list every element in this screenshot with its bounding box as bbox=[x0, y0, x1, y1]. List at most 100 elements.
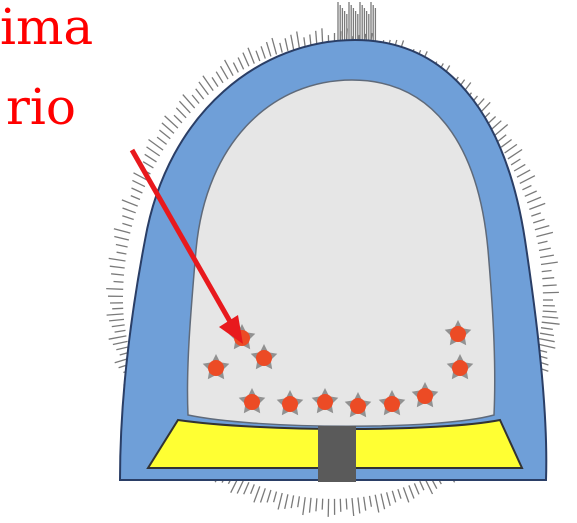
cilium bbox=[131, 196, 140, 200]
cilium bbox=[541, 328, 553, 330]
cilium bbox=[112, 308, 123, 309]
cilium bbox=[233, 63, 238, 73]
cilium bbox=[251, 484, 255, 493]
cilium bbox=[122, 200, 138, 206]
cilium bbox=[122, 223, 132, 226]
cilium bbox=[535, 226, 549, 230]
cilium bbox=[109, 258, 126, 261]
cilium bbox=[261, 488, 266, 502]
cilium bbox=[159, 130, 170, 139]
cilium bbox=[162, 123, 174, 133]
cilium bbox=[398, 489, 401, 499]
cilium bbox=[143, 162, 153, 168]
cilium bbox=[543, 285, 557, 286]
cilium bbox=[106, 289, 123, 290]
cilium bbox=[267, 42, 271, 56]
cilium bbox=[112, 325, 125, 327]
cilium bbox=[414, 483, 419, 494]
cilium bbox=[542, 317, 558, 318]
cilium bbox=[285, 494, 288, 509]
cilium bbox=[298, 496, 300, 507]
cilium bbox=[280, 43, 282, 53]
cilium bbox=[370, 496, 372, 507]
cilium bbox=[511, 159, 520, 165]
cilium bbox=[267, 490, 271, 502]
cilium bbox=[199, 82, 209, 95]
label-line-1: ima bbox=[0, 0, 93, 56]
cilium bbox=[409, 485, 414, 498]
cilium bbox=[243, 53, 249, 67]
cilium bbox=[109, 336, 127, 339]
cilium bbox=[303, 497, 305, 515]
cilium bbox=[542, 278, 554, 279]
cilium bbox=[536, 232, 553, 236]
cilium bbox=[132, 180, 145, 186]
cilium bbox=[505, 144, 517, 153]
cilium bbox=[522, 186, 531, 190]
cilium bbox=[304, 37, 305, 47]
cilium bbox=[540, 333, 554, 335]
cilium bbox=[285, 38, 288, 51]
cilium bbox=[540, 255, 554, 257]
cilium bbox=[297, 32, 300, 49]
cilium bbox=[110, 266, 125, 268]
cilium bbox=[340, 499, 341, 512]
cilium bbox=[531, 213, 541, 216]
cilium bbox=[403, 487, 408, 502]
cilium bbox=[123, 208, 136, 213]
cilium bbox=[392, 491, 395, 503]
cilium bbox=[364, 497, 366, 511]
cilium bbox=[109, 319, 124, 321]
cilium bbox=[514, 164, 525, 171]
cilium bbox=[179, 101, 190, 113]
cilium bbox=[525, 191, 537, 196]
cilium bbox=[539, 339, 555, 342]
cilium bbox=[425, 479, 432, 494]
cilium bbox=[116, 347, 129, 350]
cilium bbox=[122, 216, 133, 220]
cilium bbox=[216, 72, 223, 83]
cilium bbox=[212, 77, 218, 86]
cilium bbox=[358, 498, 360, 514]
cilium bbox=[520, 176, 535, 184]
cilium bbox=[420, 481, 424, 490]
cilium bbox=[111, 274, 124, 275]
cilium bbox=[145, 154, 157, 162]
cilium bbox=[278, 493, 282, 510]
cilium bbox=[381, 494, 385, 510]
cilium bbox=[322, 499, 323, 510]
cilium bbox=[543, 311, 557, 312]
cilium bbox=[542, 322, 560, 324]
cilium bbox=[529, 203, 545, 209]
cilium bbox=[117, 252, 127, 254]
cilium bbox=[147, 147, 160, 156]
cilium bbox=[272, 38, 277, 54]
cilium bbox=[274, 492, 277, 503]
cilium bbox=[352, 498, 354, 516]
cilium bbox=[527, 197, 541, 203]
cilium bbox=[116, 245, 128, 248]
cilium bbox=[291, 35, 294, 50]
cilium bbox=[538, 241, 548, 243]
cilium bbox=[498, 135, 507, 142]
central-stalk bbox=[318, 426, 356, 482]
cilium bbox=[192, 95, 199, 104]
cilium bbox=[387, 492, 391, 506]
cilium bbox=[114, 237, 129, 241]
cilium bbox=[114, 229, 130, 233]
cilium bbox=[221, 66, 229, 79]
cilium bbox=[261, 46, 265, 58]
cilium bbox=[132, 188, 143, 193]
cilium bbox=[149, 140, 164, 151]
cilium bbox=[543, 292, 559, 293]
cilium bbox=[501, 140, 511, 148]
cilium bbox=[113, 341, 128, 344]
cilium bbox=[244, 482, 249, 494]
cilium bbox=[533, 219, 544, 223]
cilium bbox=[375, 495, 379, 513]
cilium bbox=[541, 262, 558, 264]
label-line-2: rio bbox=[6, 78, 76, 136]
cilium bbox=[107, 314, 124, 315]
cilium bbox=[225, 60, 234, 76]
